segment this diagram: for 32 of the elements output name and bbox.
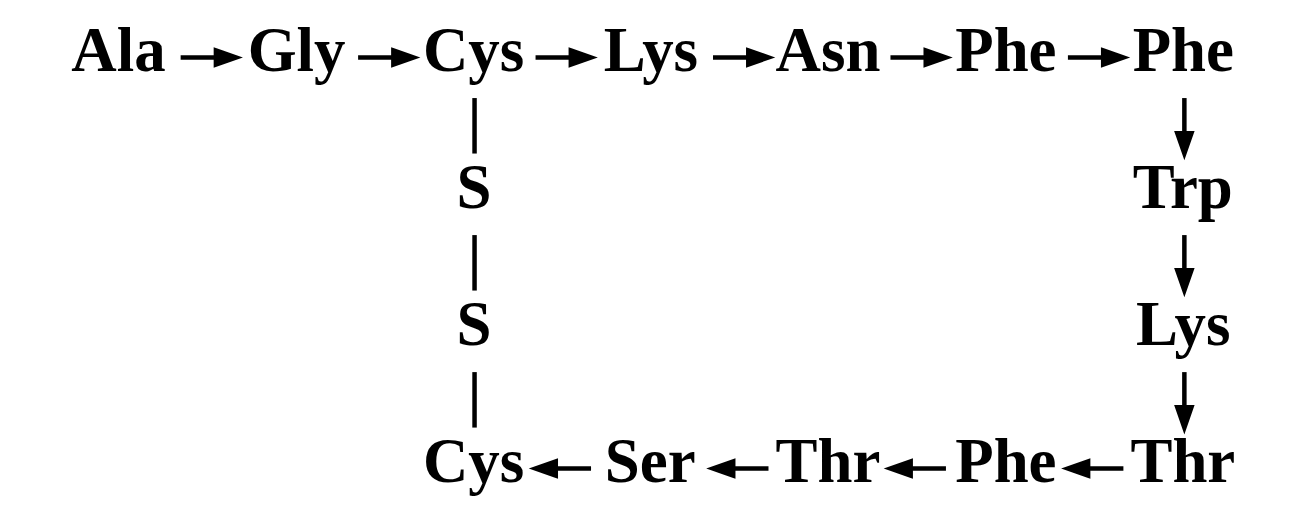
node-text: Ser [604,425,696,496]
node-text: Phe [954,14,1057,85]
node-text: Cys [422,14,524,85]
node-text: Thr [1129,425,1235,496]
arrow [705,458,768,479]
node-text: Lys [603,14,698,85]
connector [471,235,477,291]
arrow [883,458,946,479]
arrow [535,47,598,68]
arrow [180,47,243,68]
arrow [528,458,591,479]
node-text: Gly [247,14,345,85]
node-text: S [456,151,492,222]
connector [471,372,477,428]
arrow [712,47,775,68]
node-text: Asn [775,14,880,85]
node-text: S [456,288,492,359]
arrow [1067,47,1130,68]
arrow [1060,458,1123,479]
arrow [1173,235,1195,298]
arrow [1173,98,1195,161]
connector [471,98,477,154]
node-text: Lys [1135,288,1230,359]
node-text: Trp [1132,151,1233,222]
node-text: Ala [70,14,166,85]
node-text: Phe [1132,14,1234,85]
arrow [1173,372,1195,435]
arrow [889,47,953,68]
arrow [357,47,420,68]
node-text: Cys [422,425,524,496]
node-text: Thr [775,425,880,496]
node-text: Phe [954,425,1057,496]
